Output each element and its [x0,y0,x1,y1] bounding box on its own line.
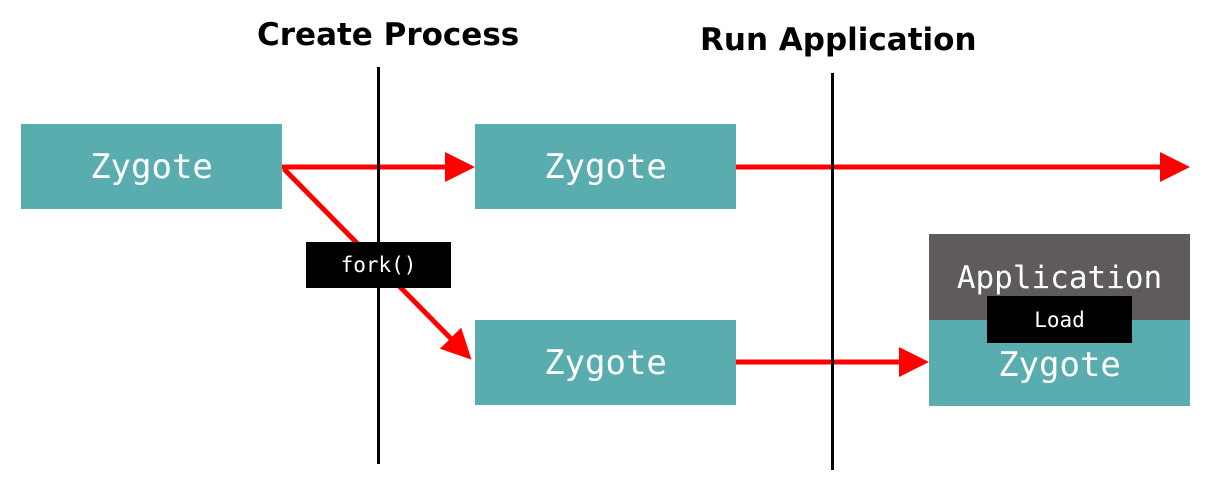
create-process-heading: Create Process [257,17,520,53]
load-label: Load [987,296,1132,343]
zygote-child-node: Zygote [475,320,736,405]
run-application-divider [831,73,834,470]
application-label: Application [956,260,1163,296]
zygote-continued-label: Zygote [544,146,667,187]
zygote-parent-node: Zygote [21,124,282,209]
zygote-continued-node: Zygote [475,124,736,209]
fork-call-label: fork() [306,242,451,288]
load-text: Load [1034,307,1085,332]
run-application-heading: Run Application [700,22,977,58]
zygote-app-base-label: Zygote [998,345,1121,385]
zygote-parent-label: Zygote [90,146,213,187]
fork-call-text: fork() [340,253,417,277]
zygote-child-label: Zygote [544,342,667,383]
